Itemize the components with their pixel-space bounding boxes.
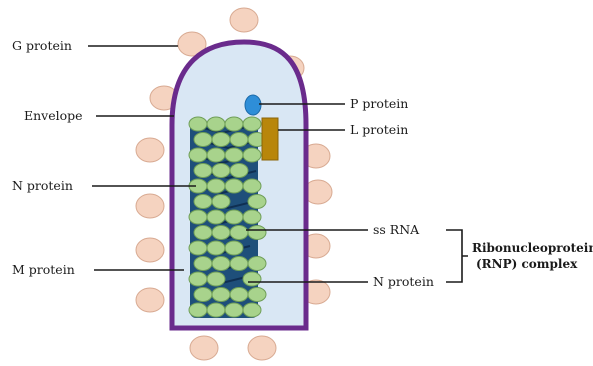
n-protein-bead <box>212 288 230 302</box>
p-protein-shape <box>245 95 261 115</box>
n-protein-bead <box>212 257 230 271</box>
n-protein-bead <box>230 133 248 147</box>
n-protein-bead <box>248 195 266 209</box>
g-protein-spike <box>136 238 164 262</box>
g-protein-spike <box>136 138 164 162</box>
n-protein-bead <box>248 288 266 302</box>
n-protein-bead <box>225 303 243 317</box>
n-protein-bead <box>225 117 243 131</box>
n-protein-bead <box>189 117 207 131</box>
n-protein-bead <box>212 226 230 240</box>
n-protein-bead <box>207 210 225 224</box>
n-protein-bead <box>207 303 225 317</box>
n-protein-bead <box>230 226 248 240</box>
n-protein-left-label: N protein <box>12 178 73 193</box>
n-protein-bead <box>189 148 207 162</box>
n-protein-bead <box>230 288 248 302</box>
g-protein-spike <box>230 8 258 32</box>
ss-rna-label: ss RNA <box>373 222 420 237</box>
n-protein-bead <box>230 257 248 271</box>
n-protein-bead <box>243 210 261 224</box>
p-protein-label: P protein <box>350 96 408 111</box>
rnp-bracket <box>446 230 468 282</box>
n-protein-bead <box>189 241 207 255</box>
n-protein-bead <box>225 148 243 162</box>
g-protein-spike <box>136 194 164 218</box>
n-protein-bead <box>212 195 230 209</box>
g-protein-label: G protein <box>12 38 72 53</box>
m-protein-label: M protein <box>12 262 75 277</box>
n-protein-bead <box>243 272 261 286</box>
n-protein-bead <box>225 179 243 193</box>
l-protein-label: L protein <box>350 122 408 137</box>
n-protein-bead <box>248 226 266 240</box>
l-protein-shape <box>262 118 278 160</box>
n-protein-bead <box>189 272 207 286</box>
n-protein-bead <box>194 195 212 209</box>
n-protein-bead <box>230 164 248 178</box>
n-protein-bead <box>207 272 225 286</box>
n-protein-bead <box>194 133 212 147</box>
n-protein-bead <box>189 210 207 224</box>
envelope-label: Envelope <box>24 108 83 123</box>
g-protein-spike <box>248 336 276 360</box>
n-protein-bead <box>243 148 261 162</box>
g-protein-spike <box>136 288 164 312</box>
n-protein-bead <box>207 241 225 255</box>
g-protein-spike <box>190 336 218 360</box>
n-protein-bead <box>194 164 212 178</box>
n-protein-bead <box>243 179 261 193</box>
n-protein-bead <box>207 179 225 193</box>
n-protein-right-label: N protein <box>373 274 434 289</box>
rnp-label-line1: Ribonucleoprotein <box>472 241 593 255</box>
n-protein-bead <box>207 148 225 162</box>
n-protein-bead <box>243 117 261 131</box>
n-protein-bead <box>207 117 225 131</box>
n-protein-bead <box>212 133 230 147</box>
n-protein-bead <box>212 164 230 178</box>
n-protein-bead <box>194 257 212 271</box>
n-protein-bead <box>194 288 212 302</box>
n-protein-bead <box>225 210 243 224</box>
n-protein-bead <box>243 303 261 317</box>
n-protein-bead <box>248 257 266 271</box>
n-protein-bead <box>194 226 212 240</box>
rnp-label-line2: (RNP) complex <box>476 257 578 271</box>
n-protein-bead <box>225 241 243 255</box>
n-protein-bead <box>189 303 207 317</box>
